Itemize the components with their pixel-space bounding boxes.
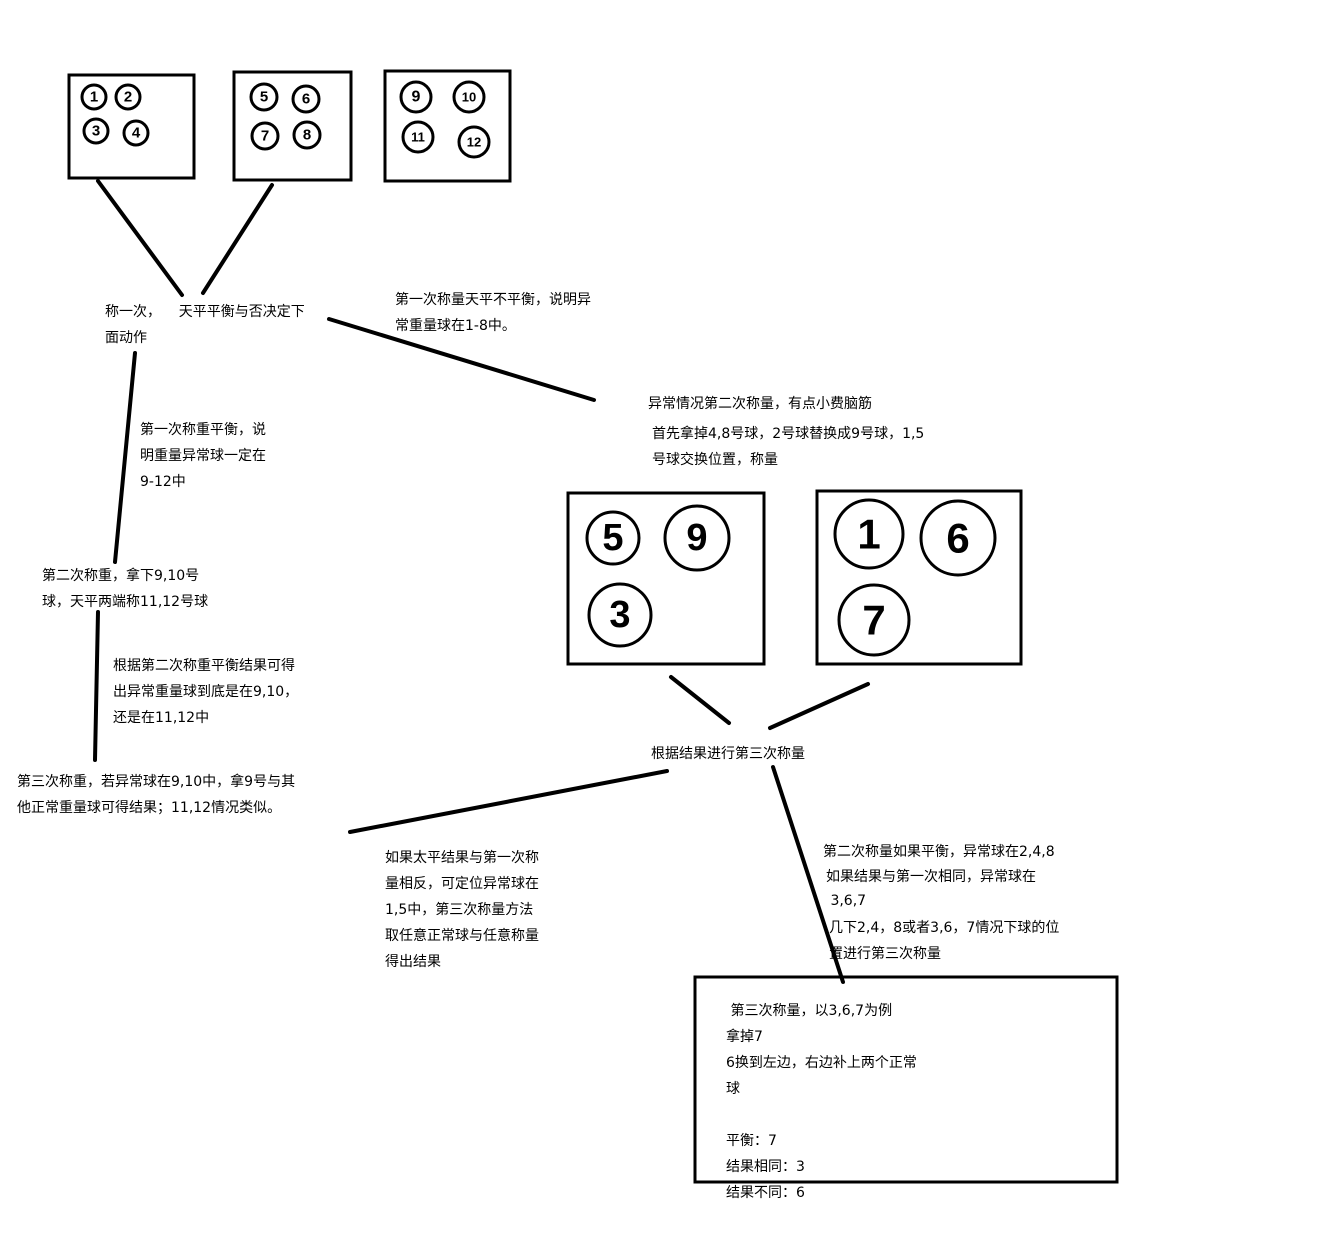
ball-number-6: 6 xyxy=(946,515,969,562)
label-first-unbalanced: 第一次称量天平不平衡，说明异 常重量球在1-8中。 xyxy=(395,292,591,334)
box-balls-5-8 xyxy=(232,70,353,182)
ball-number-5: 5 xyxy=(260,89,268,106)
ball-6 xyxy=(919,499,997,577)
label-abnormal-second-a: 异常情况第二次称量，有点小费脑筋 xyxy=(648,396,872,412)
ball-number-1: 1 xyxy=(857,511,880,558)
connector-line xyxy=(201,183,274,295)
label-second-balanced-a: 第二次称量如果平衡，异常球在2,4,8 xyxy=(823,844,1055,860)
ball-11 xyxy=(401,120,435,154)
ball-12 xyxy=(457,125,491,159)
ball-10 xyxy=(452,80,486,114)
ball-5 xyxy=(585,510,641,566)
box-second-left xyxy=(566,491,766,666)
connector-line xyxy=(93,610,100,762)
ball-9 xyxy=(399,80,433,114)
ball-number-4: 4 xyxy=(132,125,141,142)
ball-1 xyxy=(80,83,108,111)
label-second-balanced-c: 几下2,4，8或者3,6，7情况下球的位 置进行第三次称量 xyxy=(829,920,1060,962)
ball-group-3: 9 10 11 12 xyxy=(399,80,491,159)
label-second-balanced-b: 如果结果与第一次相同，异常球在 3,6,7 xyxy=(826,869,1036,909)
ball-number-9: 9 xyxy=(412,89,421,106)
ball-number-11: 11 xyxy=(411,130,425,145)
ball-group-4: 5 9 3 xyxy=(585,504,731,648)
ball-number-9: 9 xyxy=(686,517,707,559)
label-final-box: 第三次称量，以3,6,7为例 拿掉7 6换到左边，右边补上两个正常 球 平衡：7… xyxy=(726,1003,917,1201)
ball-8 xyxy=(292,120,322,150)
label-second-result: 根据第二次称重平衡结果可得 出异常重量球到底是在9,10， 还是在11,12中 xyxy=(113,658,299,726)
connector-line xyxy=(327,317,596,402)
box-balls-1-4 xyxy=(67,73,196,180)
ball-number-5: 5 xyxy=(602,517,623,559)
connector-line xyxy=(771,765,845,984)
ball-4 xyxy=(122,119,150,147)
connector-line xyxy=(96,179,184,297)
ball-group-5: 1 6 7 xyxy=(833,498,997,657)
label-third-weigh: 第三次称重，若异常球在9,10中，拿9号与其 他正常重量球可得结果；11,12情… xyxy=(17,774,296,816)
label-third-by-result: 根据结果进行第三次称量 xyxy=(651,746,805,762)
ball-number-6: 6 xyxy=(302,91,310,108)
ball-number-3: 3 xyxy=(609,594,630,636)
label-second-weigh: 第二次称重，拿下9,10号 球，天平两端称11,12号球 xyxy=(42,568,209,610)
ball-5 xyxy=(249,82,279,112)
ball-number-7: 7 xyxy=(261,128,269,145)
box-third-weigh xyxy=(693,975,1119,1184)
ball-number-3: 3 xyxy=(92,123,100,140)
ball-6 xyxy=(291,84,321,114)
ball-9 xyxy=(663,504,731,572)
connector-line xyxy=(113,351,137,564)
label-weigh-once: 称一次， 天平平衡与否决定下 面动作 xyxy=(105,304,305,346)
connector-line xyxy=(669,675,731,725)
ball-number-12: 12 xyxy=(467,135,481,150)
ball-number-7: 7 xyxy=(862,597,885,644)
ball-7 xyxy=(837,583,911,657)
ball-number-1: 1 xyxy=(90,89,98,106)
ball-1 xyxy=(833,498,905,570)
ball-number-10: 10 xyxy=(462,90,476,105)
box-balls-9-12 xyxy=(383,69,512,183)
ball-2 xyxy=(114,83,142,111)
ball-7 xyxy=(250,121,280,151)
label-abnormal-second-b: 首先拿掉4,8号球，2号球替换成9号球，1,5 号球交换位置，称量 xyxy=(652,426,925,468)
connector-line xyxy=(348,769,669,834)
connector-line xyxy=(768,682,870,730)
label-first-balanced: 第一次称重平衡，说 明重量异常球一定在 9-12中 xyxy=(140,422,266,490)
ball-group-1: 1 2 3 4 xyxy=(80,83,150,147)
box-second-right xyxy=(815,489,1023,666)
ball-3 xyxy=(82,117,110,145)
ball-3 xyxy=(587,582,653,648)
label-opposite-result: 如果太平结果与第一次称 量相反，可定位异常球在 1,5中，第三次称量方法 取任意… xyxy=(385,850,539,970)
ball-group-2: 5 6 7 8 xyxy=(249,82,322,151)
ball-number-2: 2 xyxy=(124,89,132,106)
ball-number-8: 8 xyxy=(303,127,311,144)
